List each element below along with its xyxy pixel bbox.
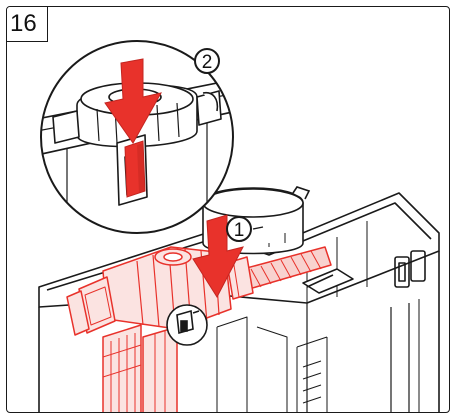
callout-1-label: 1	[234, 220, 245, 241]
callout-1: 1	[226, 216, 264, 242]
step-number: 16	[10, 10, 37, 37]
zoom-detail-circle	[40, 40, 234, 234]
clip-detail-marker	[166, 304, 208, 346]
callout-2-label: 2	[202, 52, 213, 73]
step-number-box: 16	[7, 7, 48, 42]
instruction-panel: 1	[6, 6, 450, 413]
press-down-arrow-1	[192, 214, 244, 299]
press-down-arrow-2	[104, 58, 162, 144]
valve-housing	[202, 182, 311, 255]
callout-2: 2	[194, 48, 220, 74]
assembly-illustration: 1	[38, 40, 440, 412]
